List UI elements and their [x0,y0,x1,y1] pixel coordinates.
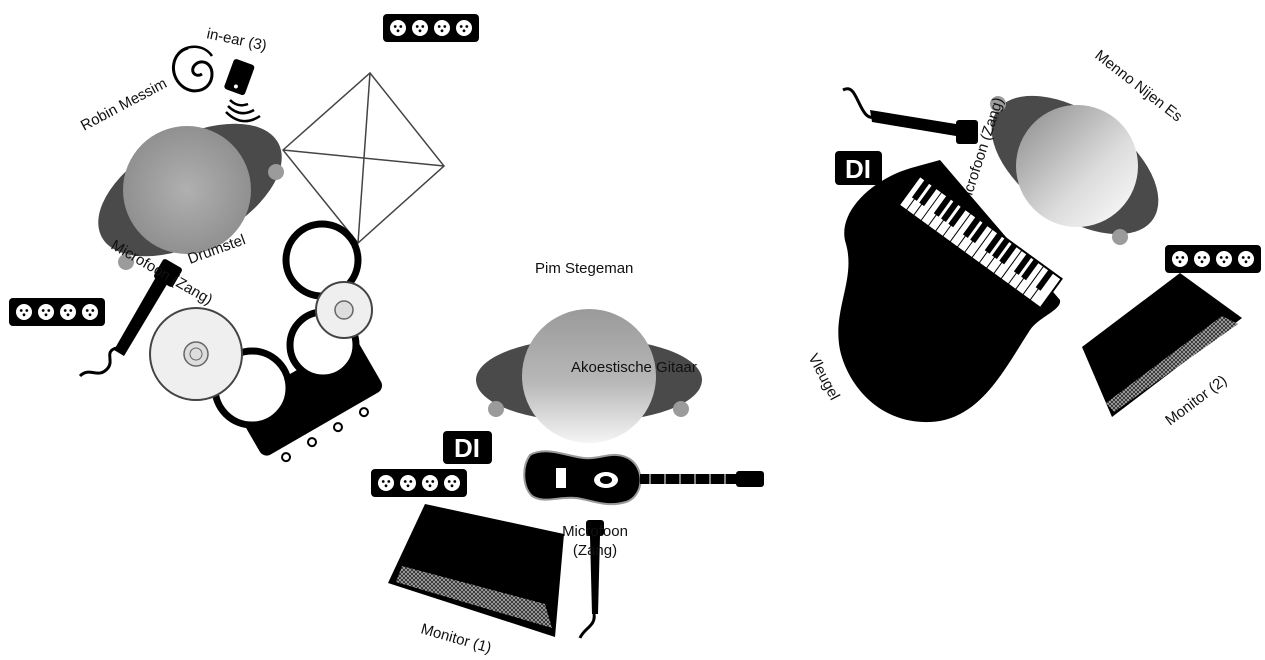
microphone-pim-icon [578,520,604,639]
in-ear-label: in-ear (3) [205,25,268,54]
microphone-menno-icon [842,87,978,144]
di-label-right: DI [845,154,871,184]
monitor-1-label: Monitor (1) [419,621,493,657]
monitor-2-icon [1082,273,1242,417]
musician-robin [98,123,284,270]
monitor-1-icon [388,504,564,637]
mic-pim-label-line2: (Zang) [573,542,617,559]
musician-menno [990,95,1159,245]
power-strip-center [371,469,467,497]
musician-pim [476,309,702,443]
power-strip-top [383,14,479,42]
di-box-center: DI [443,431,492,464]
grand-piano-icon [838,160,1063,423]
piano-label: Vleugel [804,351,843,403]
drum-riser-icon [281,71,446,245]
mic-pim-label-line1: Microfoon [562,523,628,540]
power-strip-left [9,298,105,326]
microphone-robin-icon [78,259,182,378]
di-box-right: DI [835,151,882,185]
guitar-label: Akoestische Gitaar [571,359,697,376]
drum-kit-icon [149,220,383,463]
pim-name-label: Pim Stegeman [535,260,633,277]
acoustic-guitar-icon [523,450,764,506]
robin-name-label: Robin Messim [78,75,170,135]
power-strip-right [1165,245,1261,273]
in-ear-monitor-icon [172,45,261,123]
monitor-2-label: Monitor (2) [1162,372,1230,429]
di-label-center: DI [454,433,480,463]
